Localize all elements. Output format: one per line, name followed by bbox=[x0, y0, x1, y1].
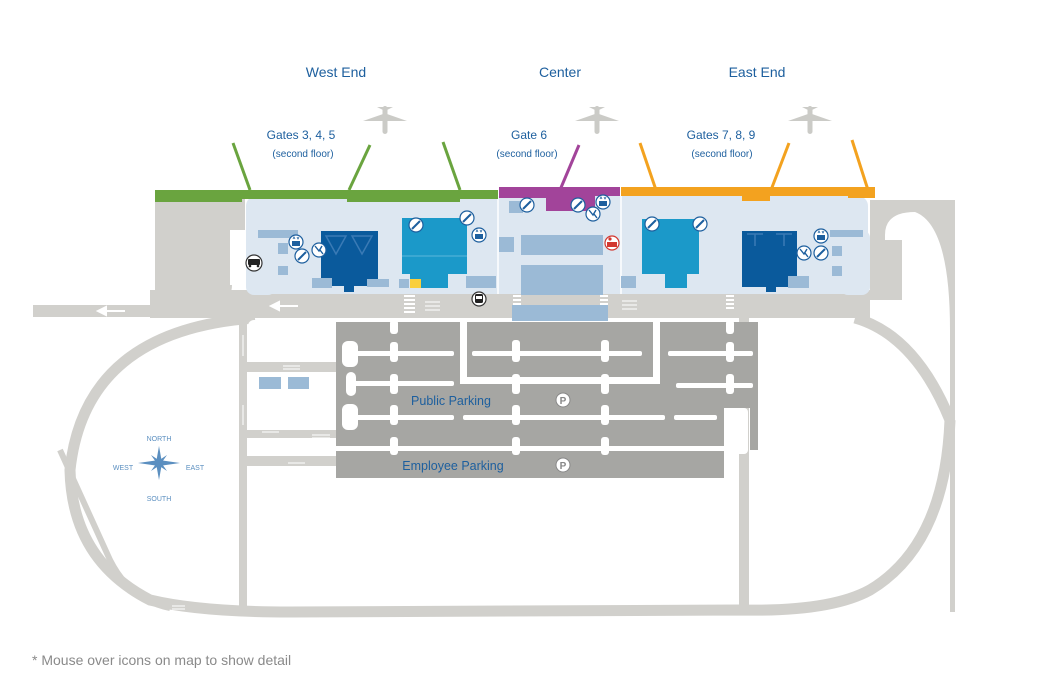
road-segment bbox=[155, 190, 167, 315]
svg-text:P: P bbox=[560, 461, 567, 472]
compass-south: SOUTH bbox=[147, 496, 172, 503]
connector-3 bbox=[239, 456, 337, 466]
roads bbox=[33, 190, 956, 618]
compass-west: WEST bbox=[113, 465, 134, 472]
escalator-icon[interactable] bbox=[796, 245, 812, 261]
road-east-loop bbox=[860, 200, 955, 612]
elevator-icon[interactable] bbox=[813, 228, 829, 244]
airplane-icon bbox=[788, 106, 832, 134]
parking-lots bbox=[336, 320, 758, 478]
escalator-icon[interactable] bbox=[585, 206, 601, 222]
gates-label-east: Gates 7, 8, 9 bbox=[687, 128, 756, 142]
building bbox=[259, 377, 281, 389]
bus-icon[interactable] bbox=[471, 291, 487, 307]
floor-label-center: (second floor) bbox=[496, 149, 557, 160]
stairs-icon[interactable] bbox=[692, 216, 708, 232]
stairs-icon[interactable] bbox=[644, 216, 660, 232]
stairs-icon[interactable] bbox=[813, 245, 829, 261]
airplane-icon bbox=[363, 106, 407, 134]
stairs-icon[interactable] bbox=[459, 210, 475, 226]
shuttle-icon[interactable] bbox=[245, 254, 263, 272]
floor-label-east: (second floor) bbox=[691, 149, 752, 160]
floor-label-west: (second floor) bbox=[272, 149, 333, 160]
employee-parking-lot bbox=[336, 452, 724, 478]
area-label-center: Center bbox=[539, 64, 581, 80]
parking-icon[interactable]: P bbox=[555, 457, 571, 473]
stairs-icon[interactable] bbox=[408, 217, 424, 233]
compass-east: EAST bbox=[186, 465, 205, 472]
terminal bbox=[155, 139, 875, 321]
employee-parking-label: Employee Parking bbox=[402, 459, 503, 473]
west-concourse bbox=[155, 190, 498, 202]
elevator-icon[interactable] bbox=[595, 194, 611, 210]
east-concourse bbox=[621, 187, 875, 201]
stairs-icon[interactable] bbox=[570, 197, 586, 213]
parking-icon[interactable]: P bbox=[555, 392, 571, 408]
walkway bbox=[512, 305, 608, 321]
short-term-lot bbox=[467, 322, 653, 377]
outer-loop-road bbox=[64, 312, 956, 618]
road-west-loop bbox=[33, 190, 245, 316]
svg-text:P: P bbox=[560, 396, 567, 407]
public-parking-label: Public Parking bbox=[411, 394, 491, 408]
stairs-icon[interactable] bbox=[294, 248, 310, 264]
open-lot bbox=[248, 470, 738, 604]
security-checkpoint bbox=[321, 231, 378, 286]
connector-1 bbox=[239, 362, 337, 372]
east-ramp-road bbox=[853, 312, 956, 423]
restroom-icon[interactable] bbox=[604, 235, 620, 251]
amenity-icons bbox=[245, 194, 829, 307]
security-checkpoint bbox=[742, 231, 797, 287]
compass-north: NORTH bbox=[147, 436, 172, 443]
stairs-icon[interactable] bbox=[519, 197, 535, 213]
elevator-icon[interactable] bbox=[471, 227, 487, 243]
compass-rose: NORTH SOUTH EAST WEST bbox=[113, 436, 205, 503]
airplanes bbox=[363, 106, 832, 134]
footnote: * Mouse over icons on map to show detail bbox=[32, 652, 292, 668]
elevator-icon[interactable] bbox=[288, 234, 304, 250]
gates-label-west: Gates 3, 4, 5 bbox=[267, 128, 336, 142]
center-concourse bbox=[499, 187, 620, 211]
airplane-icon bbox=[575, 106, 619, 134]
gates-label-center: Gate 6 bbox=[511, 128, 547, 142]
info-desk bbox=[410, 279, 421, 288]
area-label-west: West End bbox=[306, 64, 366, 80]
connector-2 bbox=[239, 430, 337, 438]
ramp-road bbox=[57, 448, 171, 611]
east-vertical-road bbox=[739, 318, 749, 608]
escalator-icon[interactable] bbox=[311, 242, 327, 258]
building bbox=[288, 377, 309, 389]
area-label-east: East End bbox=[729, 64, 786, 80]
